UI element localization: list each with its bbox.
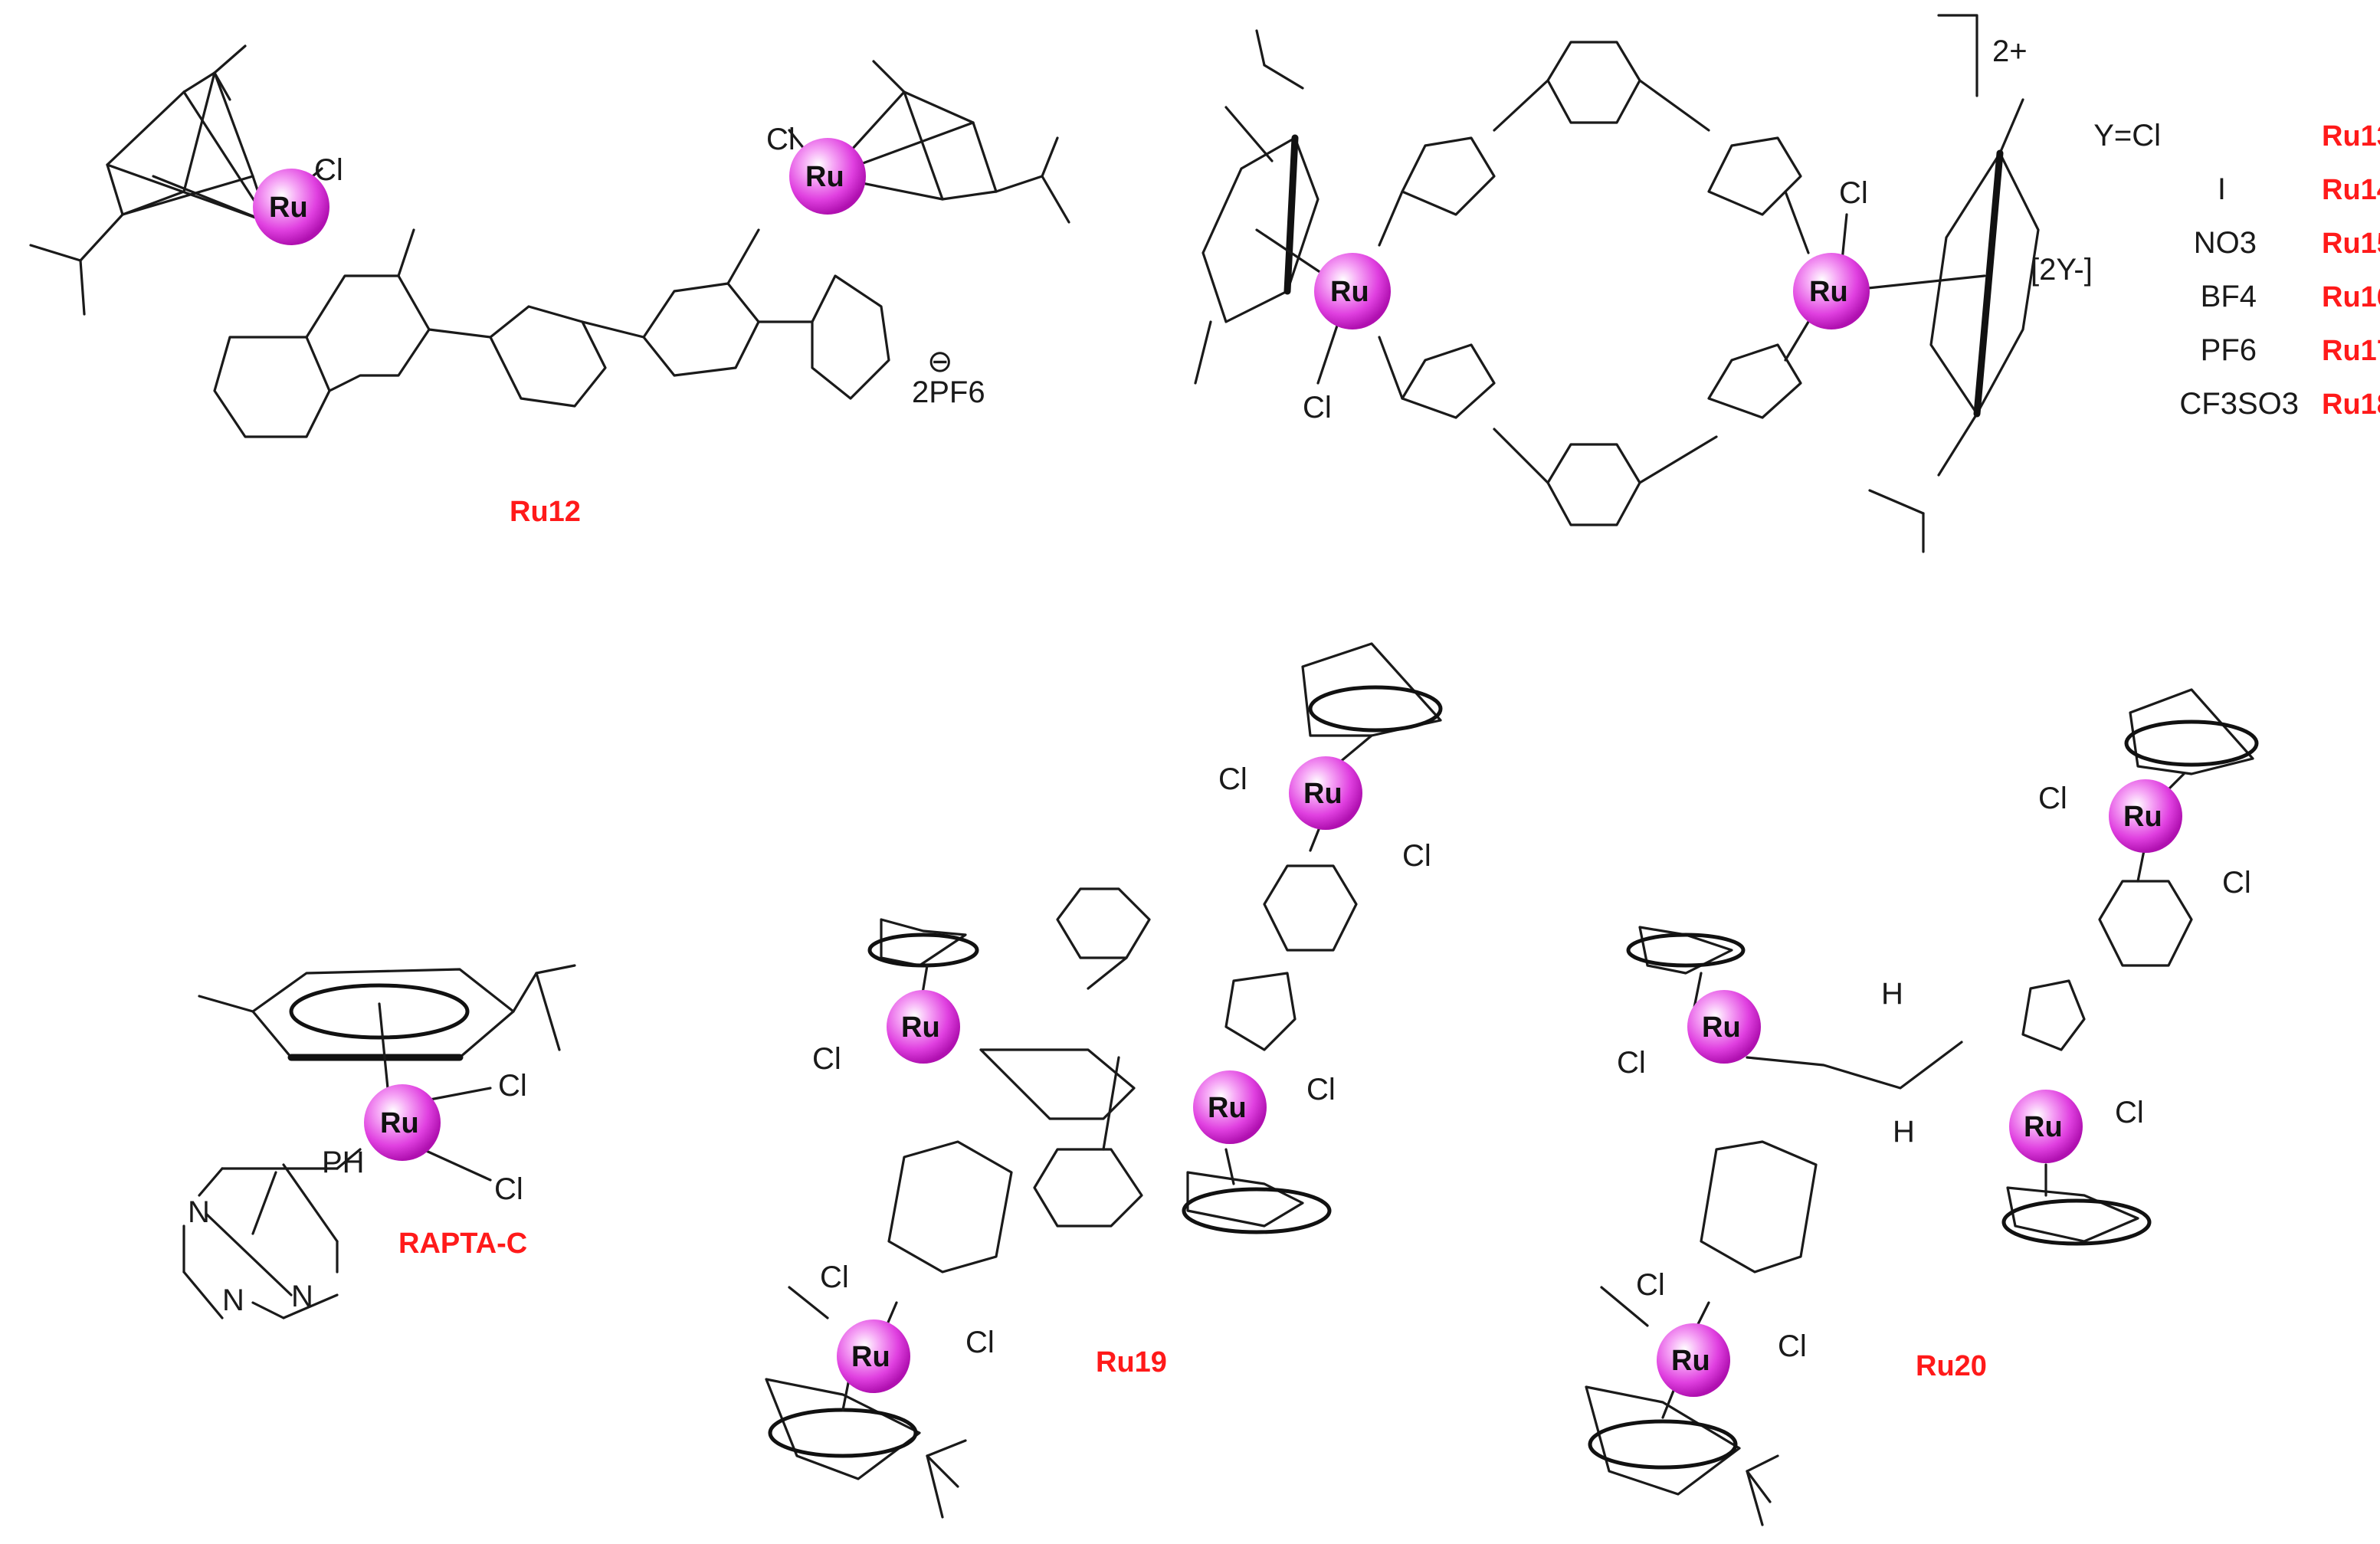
atom-label: Cl <box>1636 1268 1665 1302</box>
atom-label: Cl <box>1218 762 1247 796</box>
rapta-ph: PH <box>322 1146 365 1179</box>
ru19-label: Ru19 <box>1096 1346 1167 1378</box>
atom-label: Cl <box>965 1326 995 1359</box>
ru19-metal-3: Ru <box>1193 1070 1267 1144</box>
atom-h: H <box>1881 977 1903 1011</box>
anion-y-2: NO3 <box>2194 226 2257 260</box>
ru19-metal-2: Ru <box>887 990 960 1064</box>
atom-label: Cl <box>1617 1046 1646 1080</box>
ru20-metal-4: Ru <box>1657 1323 1730 1397</box>
metal-label: Ru <box>1303 778 1342 810</box>
atom-label: Cl <box>2222 866 2251 900</box>
structure-rapta-c: Ru Cl Cl PH N N N RAPTA-C <box>182 964 576 1319</box>
metal-label: Ru <box>1809 276 1848 308</box>
metal-label: Ru <box>380 1107 419 1139</box>
ru20-metal-3: Ru <box>2009 1090 2083 1163</box>
structure-ru20: H H Ru Cl Cl Ru Cl Ru Cl Ru Cl Cl Ru20 <box>1585 688 2259 1526</box>
anion-y-4: PF6 <box>2201 333 2257 367</box>
anion-y-3: BF4 <box>2201 280 2257 313</box>
atom-label: Cl <box>2038 782 2067 815</box>
ru19-metal-1: Ru <box>1289 756 1362 830</box>
metal-label: Ru <box>1208 1092 1247 1124</box>
structure-ru19: Ru Cl Cl Ru Cl Ru Cl Ru Cl Cl Ru19 <box>765 642 1443 1519</box>
ru20-metal-1: Ru <box>2109 779 2182 853</box>
structure-macrocycle: Ru Cl Ru Cl 2+ [2Y-] Y=Cl Ru13 I Ru14 NO… <box>1194 14 2380 553</box>
atom-label: Cl <box>812 1042 841 1076</box>
anion-label-5: Ru18 <box>2322 388 2380 421</box>
ru20-metal-2: Ru <box>1687 990 1761 1064</box>
atom-label: Cl <box>820 1260 849 1294</box>
atom-label: Cl <box>1306 1073 1336 1106</box>
ru12-anion-charge: ⊖ <box>927 345 953 379</box>
atom-n: N <box>188 1195 210 1229</box>
anion-y-0: Y=Cl <box>2093 119 2161 152</box>
metal-label: Ru <box>269 192 308 224</box>
anion-label-4: Ru17 <box>2322 335 2380 367</box>
atom-n: N <box>222 1283 244 1317</box>
metal-label: Ru <box>1671 1345 1710 1377</box>
metal-label: Ru <box>1702 1011 1741 1044</box>
macro-anion: [2Y-] <box>2031 253 2093 287</box>
metal-label: Ru <box>2024 1111 2063 1143</box>
anion-label-1: Ru14 <box>2322 174 2380 206</box>
atom-label: Cl <box>1402 839 1431 873</box>
atom-label: Cl <box>314 153 343 187</box>
macro-charge: 2+ <box>1992 34 2028 68</box>
atom-label: Cl <box>766 123 795 156</box>
ru12-label: Ru12 <box>510 496 581 528</box>
metal-label: Ru <box>2123 801 2162 833</box>
atom-label: Cl <box>498 1069 527 1103</box>
rapta-label: RAPTA-C <box>398 1228 527 1260</box>
atom-n: N <box>291 1280 313 1313</box>
anion-label-2: Ru15 <box>2322 228 2380 260</box>
macro-metal-left: Ru <box>1314 253 1391 329</box>
macro-metal-right: Ru <box>1793 253 1870 329</box>
ru20-label: Ru20 <box>1916 1350 1987 1382</box>
anion-y-5: CF3SO3 <box>2179 387 2299 421</box>
metal-label: Ru <box>805 161 844 193</box>
ru12-metal-right: Ru <box>789 138 866 215</box>
structure-ru12: Ru Cl Ru Cl 2PF6 ⊖ Ru12 <box>29 44 1070 528</box>
rapta-metal: Ru <box>364 1084 441 1161</box>
atom-label: Cl <box>2115 1096 2144 1129</box>
metal-label: Ru <box>901 1011 940 1044</box>
anion-label-3: Ru16 <box>2322 281 2380 313</box>
atom-h: H <box>1893 1115 1915 1149</box>
metal-label: Ru <box>851 1341 890 1373</box>
anion-y-1: I <box>2218 172 2226 206</box>
ru12-counter-ion: 2PF6 <box>912 375 985 409</box>
ru19-metal-4: Ru <box>837 1319 910 1393</box>
atom-label: Cl <box>1778 1329 1807 1363</box>
atom-label: Cl <box>494 1172 523 1206</box>
atom-label: Cl <box>1839 176 1868 210</box>
ru12-metal-left: Ru <box>253 169 329 245</box>
atom-label: Cl <box>1303 391 1332 425</box>
anion-table: Y=Cl Ru13 I Ru14 NO3 Ru15 BF4 Ru16 PF6 R… <box>2093 119 2380 421</box>
anion-label-0: Ru13 <box>2322 120 2380 152</box>
metal-label: Ru <box>1330 276 1369 308</box>
